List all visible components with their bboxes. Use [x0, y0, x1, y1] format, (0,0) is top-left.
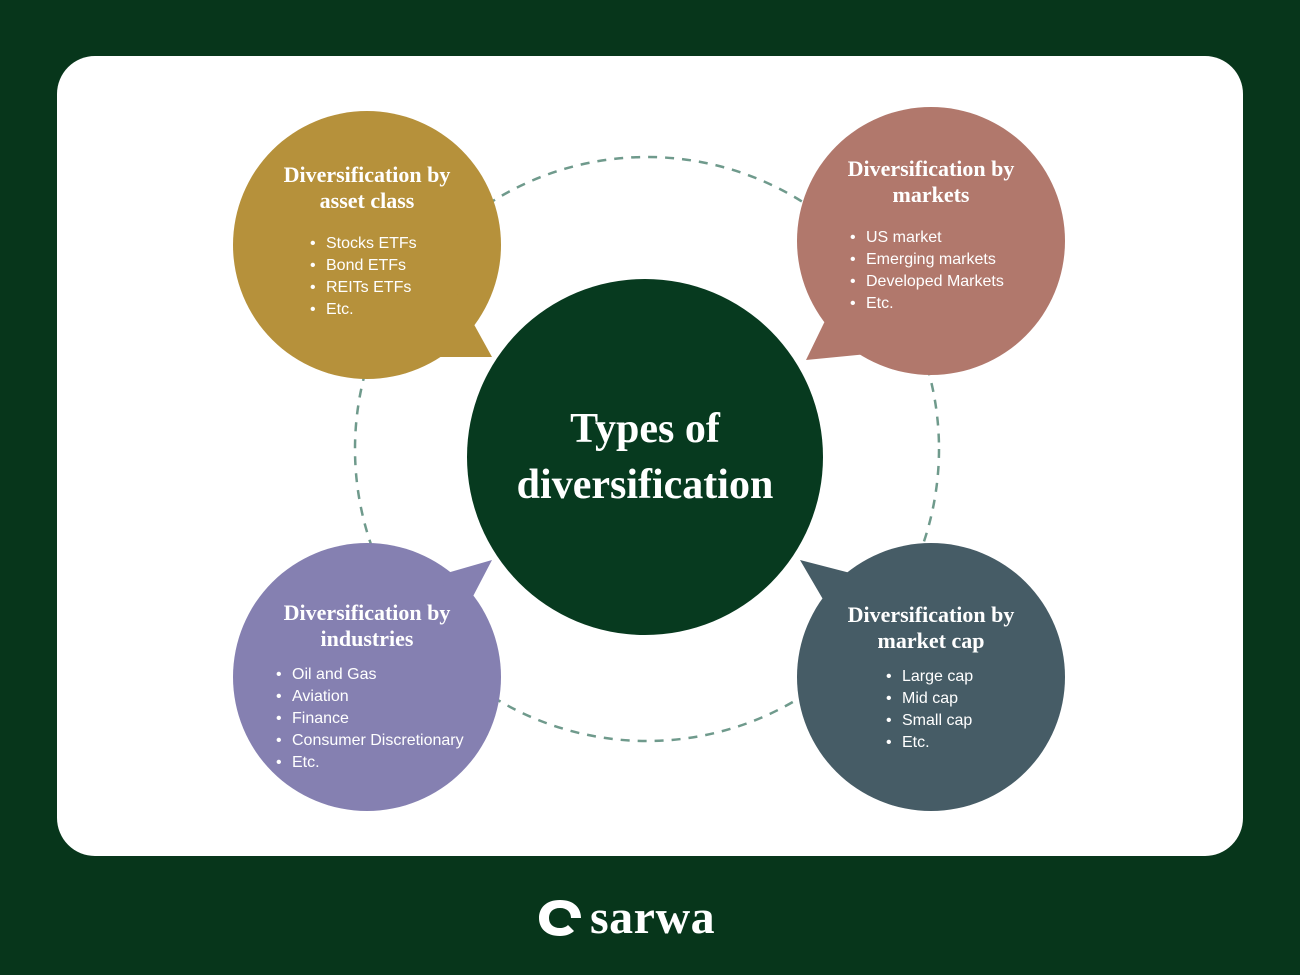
list-item: Aviation: [292, 688, 349, 705]
list-item: Large cap: [902, 668, 973, 685]
list-item-bullet: •: [310, 235, 316, 252]
bubble-industries: Diversification by industries • Oil and …: [233, 543, 501, 811]
list-item-bullet: •: [886, 712, 892, 729]
list-item: Etc.: [902, 734, 930, 751]
brand-name: sarwa: [590, 891, 716, 944]
bubble-market-cap-circle: [797, 543, 1065, 811]
list-item: Etc.: [866, 295, 894, 312]
list-item: Etc.: [326, 301, 354, 318]
list-item: Bond ETFs: [326, 257, 406, 274]
bubble-markets-title-line1: Diversification by: [848, 156, 1015, 181]
list-item: US market: [866, 229, 942, 246]
list-item-bullet: •: [276, 688, 282, 705]
sarwa-logo-icon: [539, 900, 581, 936]
center-title-line2: diversification: [517, 462, 774, 508]
bubble-markets: Diversification by markets • US market •…: [797, 107, 1065, 375]
bubble-asset-class-list: • Stocks ETFs • Bond ETFs • REITs ETFs •…: [310, 235, 417, 318]
list-item: REITs ETFs: [326, 279, 411, 296]
bubble-markets-tail: [806, 290, 888, 360]
bubble-industries-title-line2: industries: [321, 626, 414, 651]
list-item-bullet: •: [850, 229, 856, 246]
list-item-bullet: •: [886, 690, 892, 707]
bubble-asset-class-title-line2: asset class: [320, 188, 415, 213]
list-item-bullet: •: [310, 279, 316, 296]
bubble-asset-class-title-line1: Diversification by: [284, 162, 451, 187]
list-item-bullet: •: [310, 257, 316, 274]
list-item-bullet: •: [850, 251, 856, 268]
list-item: Developed Markets: [866, 273, 1004, 290]
list-item-bullet: •: [276, 710, 282, 727]
list-item-bullet: •: [276, 754, 282, 771]
list-item-bullet: •: [886, 668, 892, 685]
bubble-market-cap-list: • Large cap • Mid cap • Small cap • Etc.: [886, 668, 973, 751]
bubble-market-cap: Diversification by market cap • Large ca…: [797, 543, 1065, 811]
bubble-market-cap-tail: [800, 560, 858, 625]
list-item: Finance: [292, 710, 349, 727]
bubble-market-cap-title-line1: Diversification by: [848, 602, 1015, 627]
list-item-bullet: •: [886, 734, 892, 751]
sarwa-logo: sarwa: [536, 890, 715, 946]
bubble-market-cap-title-line2: market cap: [878, 628, 985, 653]
list-item-bullet: •: [850, 273, 856, 290]
list-item-bullet: •: [276, 666, 282, 683]
list-item-bullet: •: [276, 732, 282, 749]
list-item: Mid cap: [902, 690, 958, 707]
center-circle: [467, 279, 823, 635]
center-title-line1: Types of: [570, 406, 721, 452]
list-item-bullet: •: [850, 295, 856, 312]
list-item: Small cap: [902, 712, 972, 729]
list-item: Oil and Gas: [292, 666, 376, 683]
bubble-asset-class-tail: [410, 290, 492, 357]
list-item: Consumer Discretionary: [292, 732, 464, 749]
bubble-asset-class: Diversification by asset class • Stocks …: [233, 111, 501, 379]
list-item-bullet: •: [310, 301, 316, 318]
dashed-connector-ring: [353, 155, 941, 743]
bubble-industries-circle: [233, 543, 501, 811]
list-item: Emerging markets: [866, 251, 996, 268]
bubble-industries-tail: [440, 560, 492, 625]
bubble-markets-circle: [797, 107, 1065, 375]
list-item: Etc.: [292, 754, 320, 771]
bubble-asset-class-circle: [233, 111, 501, 379]
bubble-industries-list: • Oil and Gas • Aviation • Finance • Con…: [276, 666, 464, 771]
bubble-industries-title-line1: Diversification by: [284, 600, 451, 625]
bubble-markets-list: • US market • Emerging markets • Develop…: [850, 229, 1004, 312]
bubble-markets-title-line2: markets: [893, 182, 970, 207]
center-node: Types of diversification: [467, 279, 823, 635]
list-item: Stocks ETFs: [326, 235, 417, 252]
